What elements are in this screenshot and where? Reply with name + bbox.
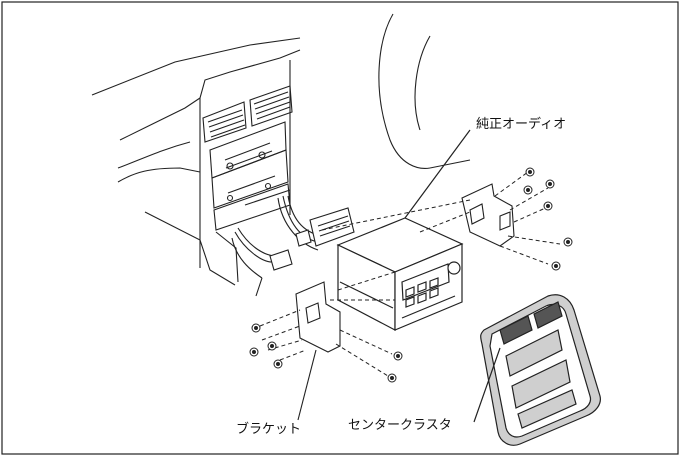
label-center-cluster: センタークラスタ <box>348 418 452 433</box>
wiring-harness <box>231 195 355 297</box>
steering-wheel <box>378 13 471 169</box>
audio-unit <box>336 129 471 331</box>
bracket-left <box>295 281 341 421</box>
label-bracket: ブラケット <box>236 422 302 437</box>
screw-guide-lines <box>259 171 561 377</box>
label-genuine-audio: 純正オーディオ <box>476 117 567 132</box>
screws <box>249 167 573 383</box>
bracket-right <box>461 183 515 247</box>
dashboard <box>91 37 301 286</box>
center-cluster-panel <box>473 294 601 446</box>
